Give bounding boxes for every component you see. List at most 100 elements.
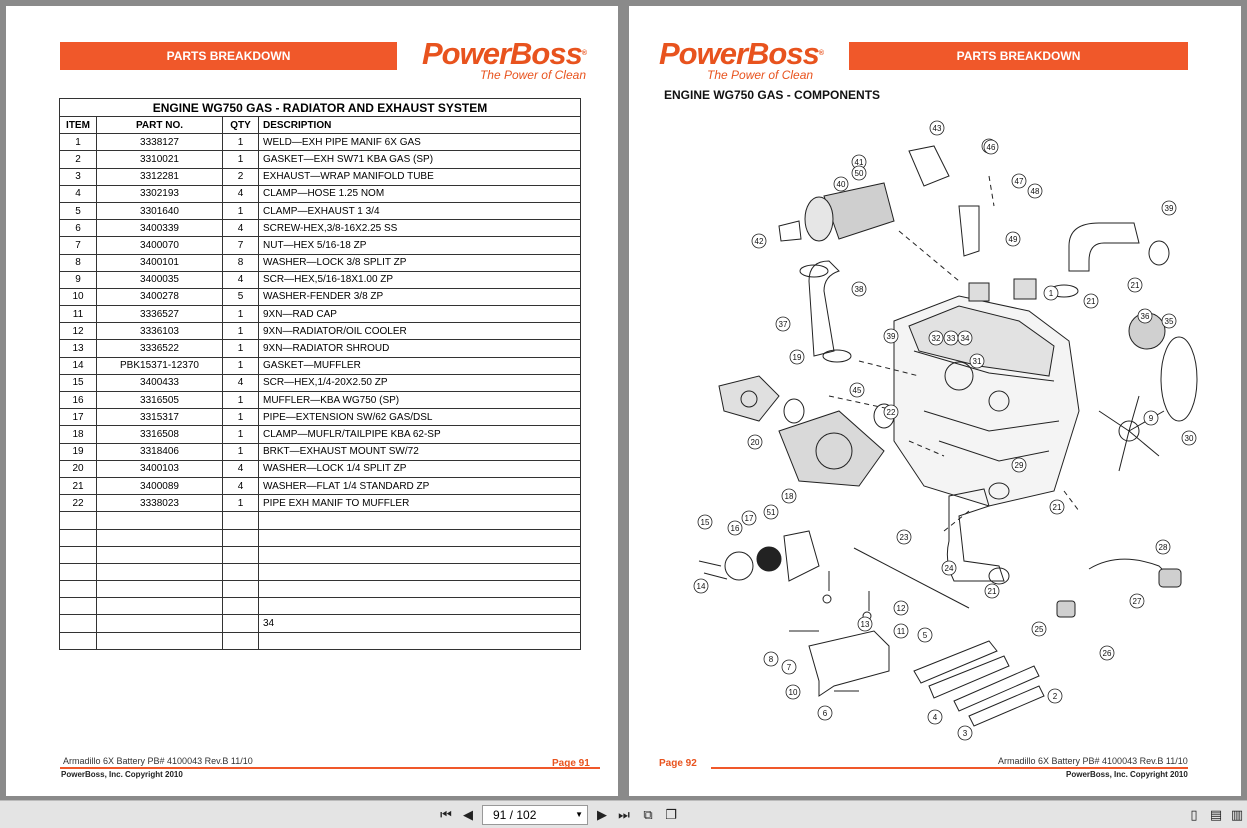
callout-label: 21 bbox=[1131, 281, 1140, 290]
cell-part-no: 3336527 bbox=[96, 305, 223, 324]
page-indicator: 91 / 102 bbox=[493, 808, 537, 822]
page-number: Page 91 bbox=[552, 758, 590, 769]
cell-qty: 1 bbox=[222, 201, 259, 221]
cell-part-no: 3336103 bbox=[96, 322, 223, 341]
cell-description: GASKET—EXH SW71 KBA GAS (SP) bbox=[258, 150, 581, 169]
callout-circle bbox=[851, 281, 867, 297]
callout-label: 26 bbox=[1103, 649, 1112, 658]
right-page: PowerBoss® The Power of Clean PARTS BREA… bbox=[629, 6, 1241, 796]
table-row bbox=[59, 545, 581, 564]
cell-description: SCR—HEX,5/16-18X1.00 ZP bbox=[258, 270, 581, 289]
callout-label: 17 bbox=[745, 514, 754, 523]
cell-item bbox=[59, 580, 97, 599]
callout-label: 31 bbox=[973, 357, 982, 366]
cell-item: 2 bbox=[59, 150, 97, 169]
callout-circle bbox=[747, 434, 763, 450]
callout-circle bbox=[1143, 410, 1159, 426]
cell-description bbox=[258, 528, 581, 547]
callout-label: 3 bbox=[963, 729, 968, 738]
cell-qty bbox=[222, 545, 259, 564]
cell-description bbox=[258, 631, 581, 650]
page-number: Page 92 bbox=[659, 758, 697, 769]
cell-item: 5 bbox=[59, 201, 97, 221]
cell-qty: 8 bbox=[222, 253, 259, 272]
callout-circle bbox=[1129, 593, 1145, 609]
cell-item: 3 bbox=[59, 167, 97, 186]
table-row bbox=[59, 597, 581, 616]
last-page-icon[interactable]: ⏭ bbox=[618, 807, 630, 822]
callout-circle bbox=[849, 382, 865, 398]
cell-qty: 4 bbox=[222, 219, 259, 238]
page-selector[interactable]: 91 / 102 ▼ bbox=[482, 805, 588, 825]
cell-qty: 1 bbox=[222, 390, 259, 410]
callout-label: 10 bbox=[789, 688, 798, 697]
callout-circle bbox=[929, 120, 945, 136]
cell-part-no: 3336522 bbox=[96, 339, 223, 358]
callout-circle bbox=[1011, 173, 1027, 189]
fit-page-icon[interactable]: ⧉ bbox=[643, 807, 653, 822]
callout-circle bbox=[917, 627, 933, 643]
cell-part-no: 3310021 bbox=[96, 150, 223, 169]
logo-tagline: The Power of Clean bbox=[707, 68, 814, 82]
callout-circle bbox=[883, 404, 899, 420]
callout-circle bbox=[817, 705, 833, 721]
cell-description: 9XN—RADIATOR/OIL COOLER bbox=[258, 322, 581, 341]
continuous-layout-icon[interactable]: ▤ bbox=[1209, 807, 1223, 822]
callout-label: 39 bbox=[1165, 204, 1174, 213]
cell-item: 4 bbox=[59, 184, 97, 203]
callout-label: 9 bbox=[1149, 414, 1154, 423]
callout-circle bbox=[763, 504, 779, 520]
footer-copyright: PowerBoss, Inc. Copyright 2010 bbox=[61, 770, 183, 779]
callout-label: 47 bbox=[1015, 177, 1024, 186]
cell-item bbox=[59, 545, 97, 564]
cell-qty: 4 bbox=[222, 184, 259, 203]
callout-label: 43 bbox=[933, 124, 942, 133]
callout-circle bbox=[893, 600, 909, 616]
callout-circle bbox=[697, 514, 713, 530]
chevron-down-icon: ▼ bbox=[575, 810, 583, 819]
cell-part-no: 3301640 bbox=[96, 201, 223, 221]
cell-item: 15 bbox=[59, 373, 97, 393]
powerboss-logo: PowerBoss® The Power of Clean bbox=[402, 38, 587, 81]
single-page-layout-icon[interactable]: ▯ bbox=[1190, 807, 1198, 822]
callout-circle bbox=[941, 560, 957, 576]
cell-item: 12 bbox=[59, 322, 97, 341]
cell-description: NUT—HEX 5/16-18 ZP bbox=[258, 236, 581, 255]
table-row bbox=[59, 511, 581, 530]
cell-description bbox=[258, 511, 581, 530]
cell-description: PIPE EXH MANIF TO MUFFLER bbox=[258, 494, 581, 513]
cell-part-no: 3315317 bbox=[96, 408, 223, 427]
cell-part-no bbox=[96, 545, 223, 564]
cell-item: 18 bbox=[59, 425, 97, 444]
table-row bbox=[59, 562, 581, 582]
viewer-toolbar: ⏮ ◀ 91 / 102 ▼ ▶ ⏭ ⧉ ❐ ▯ ▤ ▥ bbox=[0, 800, 1247, 828]
callout-label: 21 bbox=[1087, 297, 1096, 306]
cell-part-no: 3400070 bbox=[96, 236, 223, 255]
two-page-view-icon[interactable]: ❐ bbox=[665, 807, 677, 822]
facing-layout-icon[interactable]: ▥ bbox=[1230, 807, 1244, 822]
next-page-icon[interactable]: ▶ bbox=[597, 807, 607, 822]
callout-label: 35 bbox=[1165, 317, 1174, 326]
cell-description: 9XN—RAD CAP bbox=[258, 305, 581, 324]
first-page-icon[interactable]: ⏮ bbox=[440, 807, 452, 822]
cell-qty: 4 bbox=[222, 476, 259, 496]
callout-circle bbox=[927, 709, 943, 725]
callout-circle bbox=[957, 330, 973, 346]
callout-label: 27 bbox=[1133, 597, 1142, 606]
previous-page-icon[interactable]: ◀ bbox=[463, 807, 473, 822]
cell-qty bbox=[222, 511, 259, 530]
callout-circle bbox=[1027, 183, 1043, 199]
callout-label: 33 bbox=[947, 334, 956, 343]
callout-label: 32 bbox=[932, 334, 941, 343]
callout-label: 24 bbox=[945, 564, 954, 573]
cell-description: WASHER—FLAT 1/4 STANDARD ZP bbox=[258, 476, 581, 496]
callout-label: 20 bbox=[751, 438, 760, 447]
callout-circle bbox=[896, 529, 912, 545]
